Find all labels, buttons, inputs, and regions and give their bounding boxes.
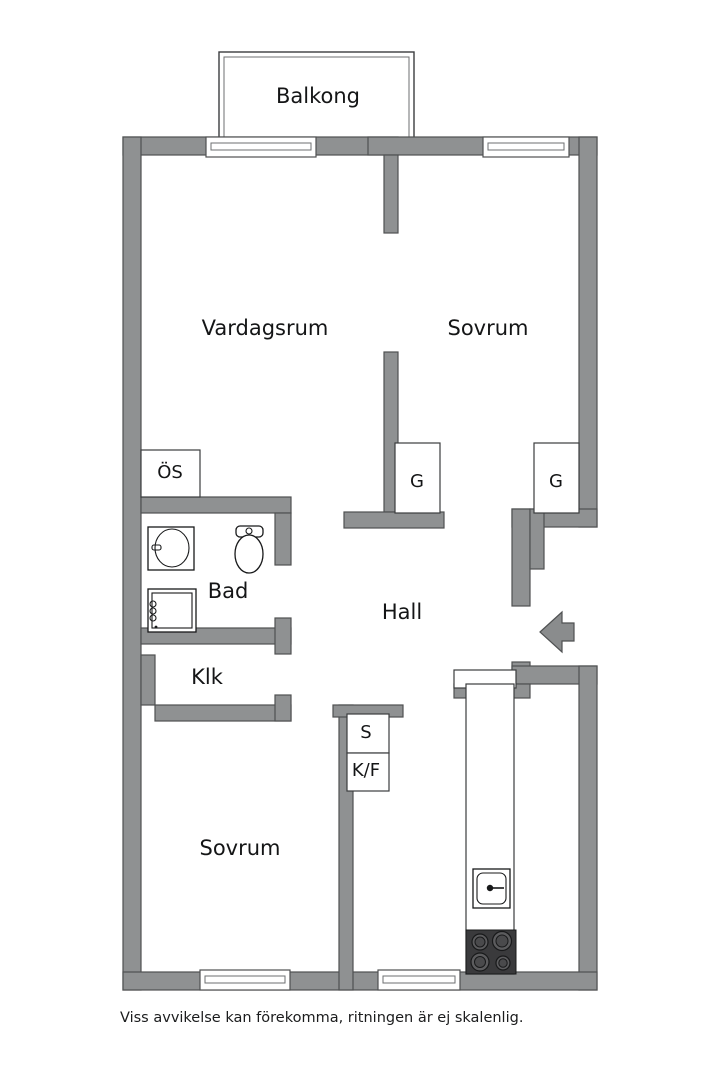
wall-right-upper bbox=[578, 136, 598, 528]
window-top-right bbox=[482, 136, 570, 158]
toilet-icon bbox=[234, 525, 264, 574]
wall-bad-right bbox=[274, 512, 292, 566]
kitchen-sink-icon bbox=[472, 868, 511, 909]
closet-g-right bbox=[533, 442, 580, 514]
room-label-sovrum-top: Sovrum bbox=[447, 316, 528, 340]
closet-label-g-right: G bbox=[549, 471, 563, 492]
wall-right-lower bbox=[578, 665, 598, 991]
wall-left-notch bbox=[140, 654, 156, 706]
closet-label-os: ÖS bbox=[157, 461, 183, 483]
closet-label-s: S bbox=[360, 722, 371, 743]
stove-cooktop-icon bbox=[465, 929, 517, 975]
wall-bottom bbox=[122, 971, 598, 991]
kitchen-counter-group bbox=[453, 669, 531, 975]
window-top-left bbox=[205, 136, 317, 158]
footer-disclaimer: Viss avvikelse kan förekomma, ritningen … bbox=[120, 1010, 523, 1026]
kitchen-counter-run bbox=[465, 683, 515, 975]
entrance-arrow-icon[interactable] bbox=[539, 610, 575, 654]
room-label-vardagsrum: Vardagsrum bbox=[202, 316, 329, 340]
wall-right-entry-upper bbox=[511, 508, 531, 607]
room-label-sovrum-bottom: Sovrum bbox=[199, 836, 280, 860]
balcony-outline bbox=[218, 51, 415, 139]
wall-left bbox=[122, 136, 142, 991]
balcony-inner-rect bbox=[223, 56, 410, 139]
room-label-klk: Klk bbox=[191, 665, 224, 689]
shower-stall-icon bbox=[147, 588, 197, 633]
room-label-balkong: Balkong bbox=[276, 84, 360, 108]
wall-klk-bottom bbox=[154, 704, 292, 722]
wall-bad-jamb-right bbox=[274, 617, 292, 655]
window-bottom-right bbox=[377, 969, 461, 991]
wall-klk-jamb-right bbox=[274, 694, 292, 722]
closet-kf bbox=[346, 752, 390, 792]
bathroom-sink-icon bbox=[147, 526, 195, 571]
room-label-hall: Hall bbox=[382, 600, 422, 624]
window-bottom-left bbox=[199, 969, 291, 991]
closet-label-kf: K/F bbox=[352, 760, 380, 781]
closet-label-g-mid: G bbox=[410, 471, 424, 492]
wall-g-right-stub bbox=[529, 508, 545, 570]
closet-g-mid bbox=[394, 442, 441, 514]
closet-os bbox=[140, 449, 201, 498]
entrance-door-arrow[interactable] bbox=[539, 610, 575, 654]
wall-stub-top-center bbox=[383, 154, 399, 234]
wall-under-g-mid bbox=[343, 511, 445, 529]
room-label-bad: Bad bbox=[208, 579, 249, 603]
wall-bad-top bbox=[140, 496, 292, 514]
